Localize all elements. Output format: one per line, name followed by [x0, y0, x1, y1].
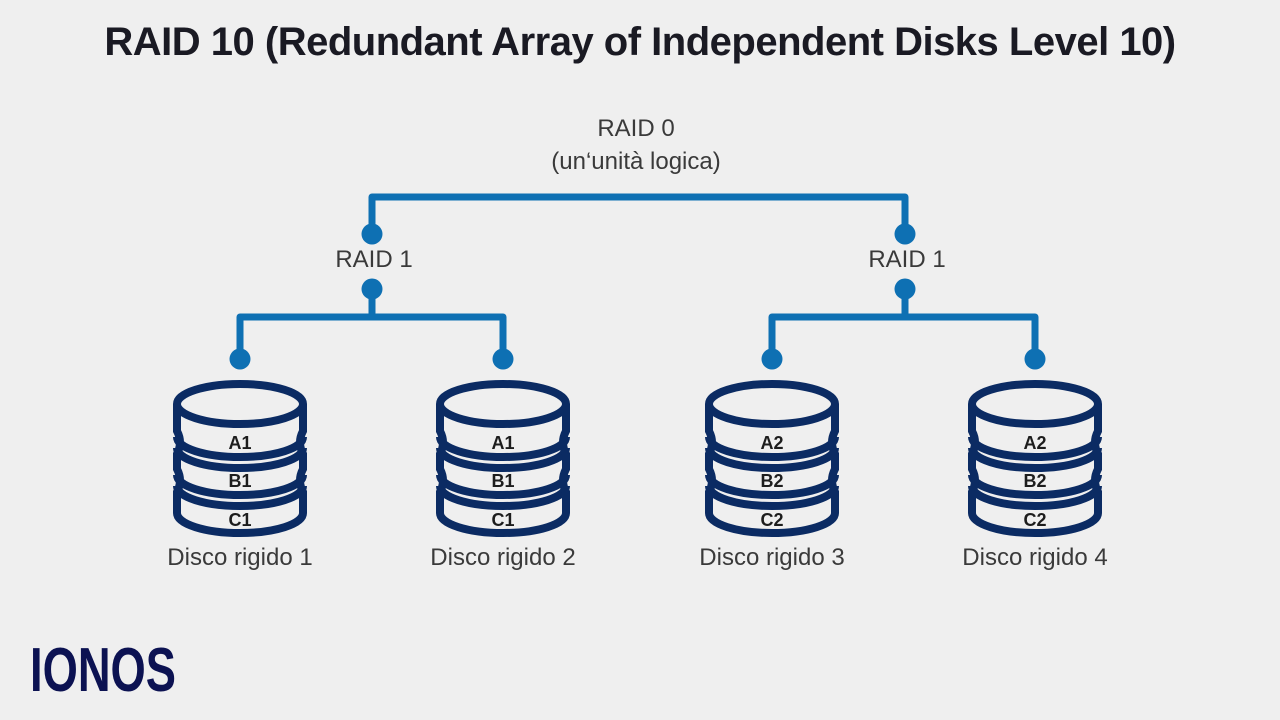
disk-3: A2 B2 C2 Disco rigido 3 — [699, 379, 845, 571]
disk-name: Disco rigido 4 — [962, 544, 1108, 571]
disk-1: A1 B1 C1 Disco rigido 1 — [167, 379, 313, 571]
block-label: B1 — [228, 471, 251, 491]
hard-disk-icon: A1 B1 C1 — [436, 380, 570, 537]
disk-name: Disco rigido 1 — [167, 544, 313, 571]
block-label: A1 — [228, 433, 251, 453]
raid0-label: RAID 0 — [597, 115, 675, 142]
block-label: B2 — [1023, 471, 1046, 491]
block-label: C2 — [1023, 510, 1046, 530]
block-label: C2 — [760, 510, 783, 530]
block-label: B2 — [760, 471, 783, 491]
hard-disk-icon: A1 B1 C1 — [173, 380, 307, 537]
disk-name: Disco rigido 2 — [430, 544, 576, 571]
ionos-logo: IONOS — [30, 640, 176, 698]
hard-disk-icon: A2 B2 C2 — [968, 380, 1102, 537]
disk-4: A2 B2 C2 Disco rigido 4 — [962, 379, 1108, 571]
disk-name: Disco rigido 3 — [699, 544, 845, 571]
raid1-left-label: RAID 1 — [335, 246, 413, 273]
block-label: C1 — [491, 510, 514, 530]
block-label: C1 — [228, 510, 251, 530]
raid0-sublabel: (un‘unità logica) — [551, 148, 721, 175]
hard-disk-icon: A2 B2 C2 — [705, 380, 839, 537]
raid1-right-label: RAID 1 — [868, 246, 946, 273]
block-label: A2 — [760, 433, 783, 453]
ionos-logo-text: IONOS — [30, 640, 176, 698]
block-label: A1 — [491, 433, 514, 453]
block-label: A2 — [1023, 433, 1046, 453]
page-title: RAID 10 (Redundant Array of Independent … — [104, 20, 1176, 64]
raid0-node: RAID 0 (un‘unità logica) — [436, 112, 836, 178]
block-label: B1 — [491, 471, 514, 491]
disk-2: A1 B1 C1 Disco rigido 2 — [430, 379, 576, 571]
